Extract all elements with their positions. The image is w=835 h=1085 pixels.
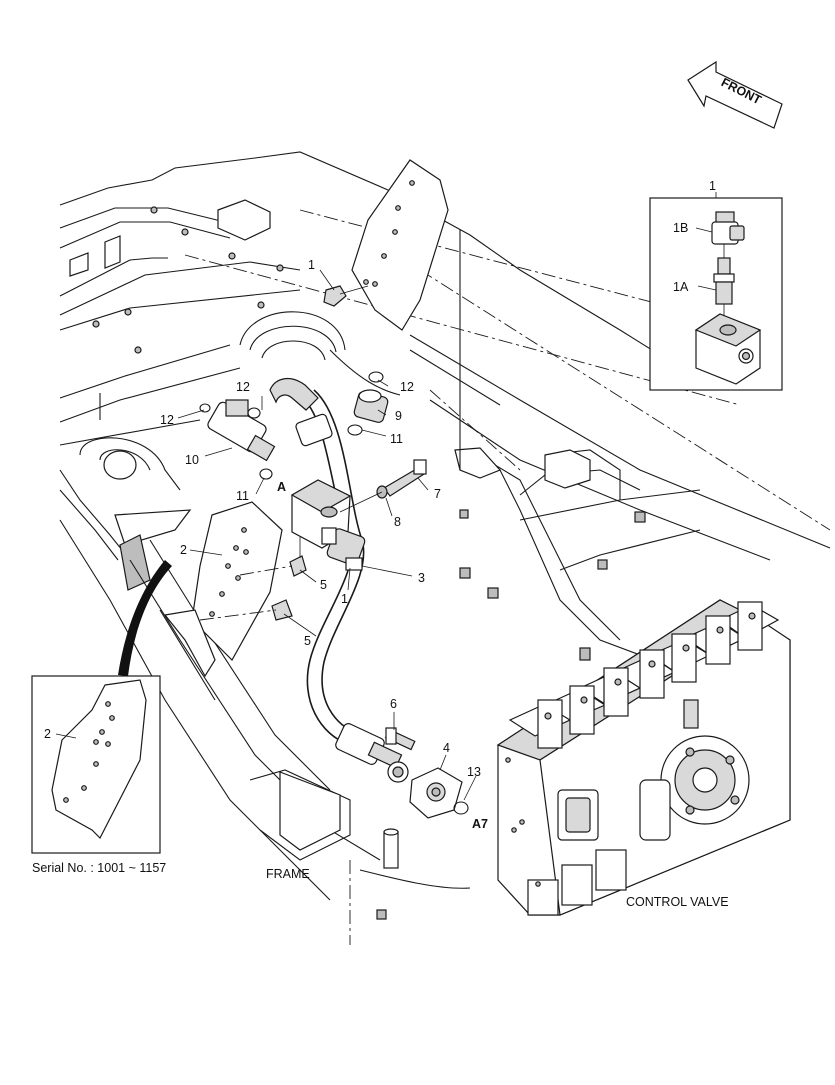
front-arrow-icon: FRONT [687, 60, 783, 129]
callout-12-left: 12 [160, 413, 174, 427]
part-callouts: 1 12 12 12 9 11 10 11 A 2 5 5 7 8 3 1 6 … [160, 258, 488, 831]
inset-callout-1b: 1B [673, 221, 688, 235]
callout-8: 8 [394, 515, 401, 529]
leader-lines [177, 269, 477, 801]
solenoid-detail-inset: 1 1B 1A [649, 179, 783, 391]
upper-bracket-plate [323, 159, 449, 331]
connection-label-a7: A7 [472, 817, 488, 831]
frame-structure [59, 151, 831, 945]
callout-3: 3 [418, 571, 425, 585]
inset-callout-1: 1 [709, 179, 716, 193]
callout-1: 1 [341, 592, 348, 606]
serial-plate-inset: 2 [31, 675, 161, 854]
callout-13: 13 [467, 765, 481, 779]
control-valve-label: CONTROL VALVE [626, 895, 729, 909]
detail-pointer-icon [118, 560, 172, 676]
hose-assembly [163, 371, 469, 819]
connection-label-a: A [277, 480, 286, 494]
serial-number-note: Serial No. : 1001 ~ 1157 [32, 861, 166, 875]
serial-inset-callout-2: 2 [44, 727, 51, 741]
callout-9: 9 [395, 409, 402, 423]
callout-5-upper: 1 [308, 258, 315, 272]
callout-11-right: 11 [390, 432, 403, 446]
frame-label: FRAME [266, 867, 310, 881]
callout-5-middle: 5 [320, 578, 327, 592]
callout-6: 6 [390, 697, 397, 711]
callout-10: 10 [185, 453, 199, 467]
inset-callout-1a: 1A [673, 280, 689, 294]
callout-11-left: 11 [236, 489, 249, 503]
callout-4: 4 [443, 741, 450, 755]
callout-7: 7 [434, 487, 441, 501]
callout-5-lower: 5 [304, 634, 311, 648]
callout-12-left-upper: 12 [236, 380, 250, 394]
control-valve [496, 599, 791, 916]
callout-2: 2 [180, 543, 187, 557]
callout-12-right: 12 [400, 380, 414, 394]
